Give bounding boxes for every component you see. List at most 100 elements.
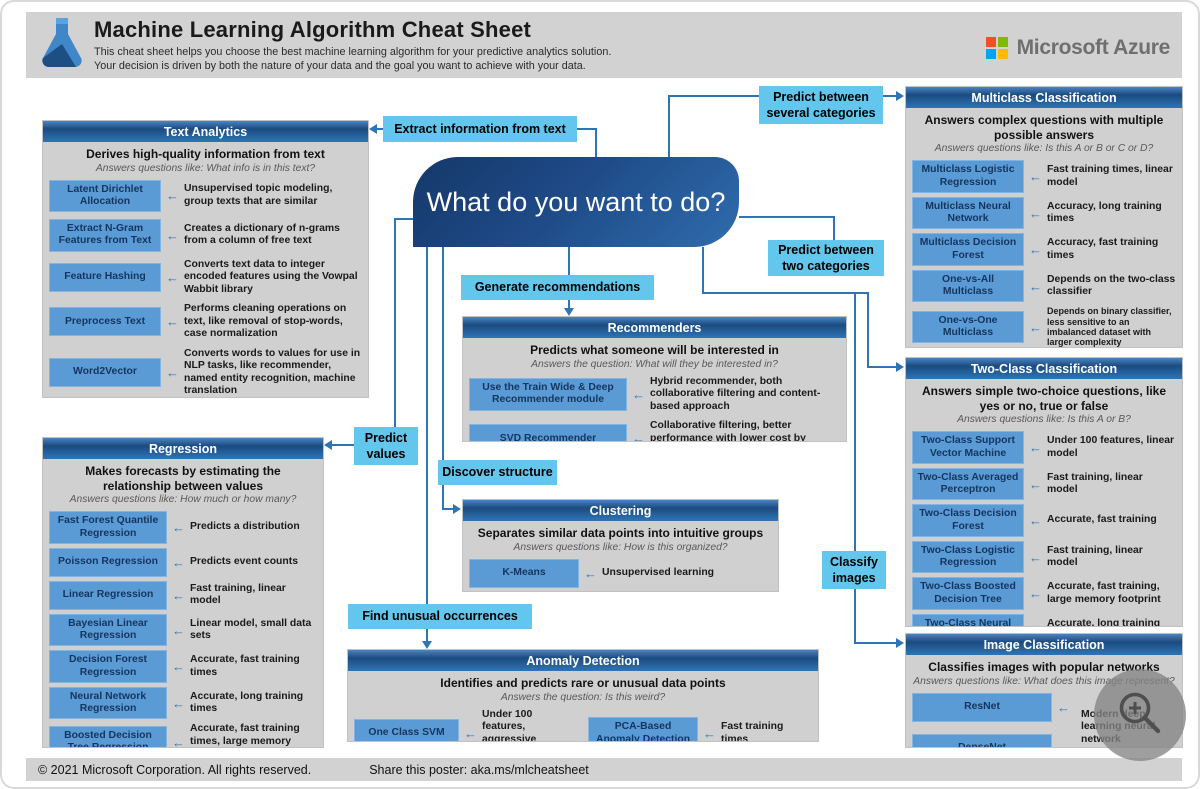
section-anomaly-detection: Anomaly Detection Identifies and predict… <box>347 649 819 742</box>
algorithm-button: One Class SVM <box>354 719 459 741</box>
left-arrow-icon: ← <box>172 520 185 536</box>
algorithm-note: Depends on the two-class classifier <box>1047 273 1176 298</box>
section-question: Answers questions like: How is this orga… <box>513 541 728 553</box>
section-description: Identifies and predicts rare or unusual … <box>440 676 726 690</box>
left-arrow-icon: ← <box>584 565 597 581</box>
algorithm-button: Poisson Regression <box>49 547 167 577</box>
left-arrow-icon: ← <box>1057 741 1070 747</box>
section-header: Recommenders <box>463 317 846 338</box>
left-arrow-icon: ← <box>1029 513 1042 529</box>
arrowhead <box>896 362 904 372</box>
section-description: Derives high-quality information from te… <box>86 147 325 161</box>
left-arrow-icon: ← <box>172 659 185 675</box>
decision-label-discover-structure: Discover structure <box>438 460 557 485</box>
left-arrow-icon: ← <box>1029 278 1042 294</box>
section-header: Image Classification <box>906 634 1182 655</box>
algorithm-row: Word2Vector ← Converts words to values f… <box>49 348 362 397</box>
algorithm-row: Neural Network Regression ← Accurate, lo… <box>49 686 317 720</box>
left-arrow-icon: ← <box>1029 476 1042 492</box>
algorithm-button: K-Means <box>469 558 579 588</box>
section-question: Answers questions like: What does this i… <box>913 675 1175 687</box>
zoom-in-button[interactable] <box>1094 669 1186 761</box>
left-arrow-icon: ← <box>166 365 179 381</box>
left-arrow-icon: ← <box>1029 242 1042 258</box>
connector-line <box>442 508 454 510</box>
algorithm-row: ResNet ← <box>912 692 1077 722</box>
connector-line <box>739 216 835 218</box>
algorithm-button: One-vs-All Multiclass <box>912 269 1024 303</box>
section-recommenders: Recommenders Predicts what someone will … <box>462 316 847 442</box>
copyright-text: © 2021 Microsoft Corporation. All rights… <box>38 762 312 777</box>
section-regression: Regression Makes forecasts by estimating… <box>42 437 324 748</box>
connector-line <box>702 247 704 294</box>
algorithm-row: Use the Train Wide & Deep Recommender mo… <box>469 376 840 413</box>
algorithm-button: PCA-Based Anomaly Detection <box>588 717 698 741</box>
connector-line <box>668 96 670 157</box>
algorithm-button: DenseNet <box>912 733 1052 747</box>
section-clustering: Clustering Separates similar data points… <box>462 499 779 592</box>
algorithm-note: Unsupervised topic modeling, group texts… <box>184 183 333 207</box>
decision-label-extract-text: Extract information from text <box>383 116 577 142</box>
left-arrow-icon: ← <box>166 314 179 330</box>
left-arrow-icon: ← <box>166 227 179 243</box>
algorithm-button: ResNet <box>912 692 1052 722</box>
decision-label-predict-several: Predict between several categories <box>759 86 883 124</box>
section-header: Regression <box>43 438 323 459</box>
connector-line <box>577 128 597 130</box>
algorithm-note: Accurate, long training times <box>190 690 304 715</box>
connector-line <box>833 216 835 240</box>
algorithm-note: Unsupervised learning <box>602 566 715 578</box>
algorithm-button: Word2Vector <box>49 358 161 388</box>
connector-line <box>377 128 385 130</box>
algorithm-row: One-vs-One Multiclass ← Depends on binar… <box>912 306 1176 347</box>
section-multiclass-classification: Multiclass Classification Answers comple… <box>905 86 1183 348</box>
section-description: Classifies images with popular networks <box>928 660 1160 674</box>
algorithm-row: Latent Dirichlet Allocation ← Unsupervis… <box>49 179 362 213</box>
section-question: Answers questions like: What info is in … <box>95 162 316 174</box>
section-header: Text Analytics <box>43 121 368 142</box>
left-arrow-icon: ← <box>166 188 179 204</box>
algorithm-note: Creates a dictionary of n-grams from a c… <box>184 222 340 247</box>
brand-name: Microsoft Azure <box>1016 36 1171 59</box>
left-arrow-icon: ← <box>1029 205 1042 221</box>
algorithm-row: Two-Class Decision Forest ← Accurate, fa… <box>912 504 1176 537</box>
microsoft-logo-icon <box>985 37 1008 59</box>
algorithm-note: Under 100 features, aggressive boundary <box>482 708 537 742</box>
left-arrow-icon: ← <box>1029 319 1042 335</box>
section-text-analytics: Text Analytics Derives high-quality info… <box>42 120 369 398</box>
algorithm-button: One-vs-One Multiclass <box>912 310 1024 344</box>
left-arrow-icon: ← <box>1029 623 1042 626</box>
algorithm-button: Multiclass Neural Network <box>912 196 1024 230</box>
algorithm-row: One-vs-All Multiclass ← Depends on the t… <box>912 269 1176 303</box>
left-arrow-icon: ← <box>172 554 185 570</box>
algorithm-row: Bayesian Linear Regression ← Linear mode… <box>49 613 317 647</box>
section-two-class-classification: Two-Class Classification Answers simple … <box>905 357 1183 627</box>
algorithm-note: Accuracy, fast training times <box>1047 237 1159 261</box>
algorithm-note: Fast training times, linear model <box>1047 164 1173 188</box>
algorithm-button: Use the Train Wide & Deep Recommender mo… <box>469 378 627 411</box>
decision-label-generate-recommendations: Generate recommendations <box>461 275 654 300</box>
algorithm-button: SVD Recommender <box>469 424 627 441</box>
decision-label-predict-two: Predict between two categories <box>768 240 884 276</box>
left-arrow-icon: ← <box>1029 169 1042 185</box>
left-arrow-icon: ← <box>172 587 185 603</box>
section-header: Anomaly Detection <box>348 650 818 671</box>
algorithm-note: Fast training, linear model <box>1047 544 1143 569</box>
left-arrow-icon: ← <box>1029 549 1042 565</box>
algorithm-button: Fast Forest Quantile Regression <box>49 511 167 544</box>
algorithm-row: DenseNet ← <box>912 733 1077 747</box>
share-link-text: Share this poster: aka.ms/mlcheatsheet <box>369 762 589 777</box>
algorithm-note: Converts text data to integer encoded fe… <box>184 258 358 295</box>
arrowhead <box>324 440 332 450</box>
algorithm-button: Two-Class Decision Forest <box>912 504 1024 537</box>
algorithm-row: K-Means ← Unsupervised learning <box>469 558 772 588</box>
central-question-node: What do you want to do? <box>413 157 739 247</box>
algorithm-button: Latent Dirichlet Allocation <box>49 179 161 213</box>
algorithm-note: Accurate, fast training times, large mem… <box>190 723 300 747</box>
decision-label-predict-values: Predict values <box>354 427 418 465</box>
algorithm-note: Fast training times <box>721 721 784 742</box>
connector-line <box>595 128 597 159</box>
arrowhead <box>896 638 904 648</box>
page-subtitle: This cheat sheet helps you choose the be… <box>94 45 611 74</box>
